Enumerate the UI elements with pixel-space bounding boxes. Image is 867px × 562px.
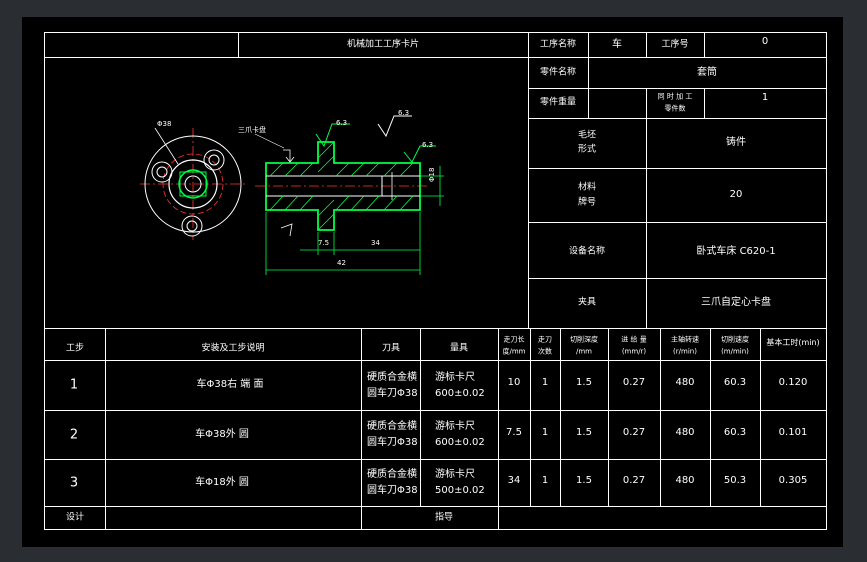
row1-time: 0.120 [778, 377, 808, 388]
row2-content: 车Φ38外 圆 [195, 429, 249, 440]
row3-length: 34 [507, 475, 521, 486]
row3-content: 车Φ18外 圆 [195, 477, 249, 488]
col-tool-header: 刀具 [381, 343, 401, 354]
simultaneous-label-line1: 同 时 加 工 [657, 92, 693, 101]
material-label-line2: 牌号 [577, 197, 597, 208]
row2-gauge-line1: 游标卡尺 [435, 421, 475, 432]
row1-feed: 0.27 [622, 377, 646, 388]
material-label-line1: 材料 [577, 182, 597, 193]
guide-label: 指导 [434, 512, 454, 523]
col-feed-header-2: (mm/r) [621, 347, 647, 356]
row2-gauge-line2: 600±0.02 [435, 437, 485, 448]
col-content-header: 安装及工步说明 [201, 343, 265, 354]
row3-tool-line2: 圆车刀Φ38 [367, 485, 418, 496]
part-name-value: 套筒 [697, 67, 717, 78]
row3-gauge-line2: 500±0.02 [435, 485, 485, 496]
col-length-header-2: 度/mm [502, 347, 526, 356]
row1-step: 1 [69, 377, 79, 393]
card-title: 机械加工工序卡片 [346, 39, 420, 50]
roughness-2: 6.3 [398, 109, 410, 117]
diameter-label: Φ38 [157, 120, 172, 128]
row3-depth: 1.5 [576, 475, 592, 486]
row2-passes: 1 [541, 427, 549, 438]
row2-depth: 1.5 [576, 427, 592, 438]
row3-step: 3 [69, 475, 79, 491]
col-speed-header-2: (r/min) [673, 347, 697, 356]
dimension-diameter: Φ18 [428, 167, 436, 182]
chuck-label: 三爪卡盘 [238, 126, 266, 134]
col-depth-header-2: /mm [576, 347, 592, 356]
col-depth-header-1: 切削深度 [570, 335, 598, 344]
fixture-value: 三爪自定心卡盘 [701, 297, 771, 308]
section-view [254, 115, 444, 275]
blank-label-line2: 形式 [577, 144, 597, 155]
row3-gauge-line1: 游标卡尺 [435, 469, 475, 480]
row2-tool-line2: 圆车刀Φ38 [367, 437, 418, 448]
row2-feed: 0.27 [622, 427, 646, 438]
col-time-header: 基本工时(min) [766, 338, 820, 347]
row1-gauge-line2: 600±0.02 [435, 388, 485, 399]
row1-depth: 1.5 [576, 377, 592, 388]
row1-passes: 1 [541, 377, 549, 388]
row1-content: 车Φ38右 端 面 [196, 379, 264, 390]
row1-length: 10 [507, 377, 521, 388]
dimension-7-5: 7.5 [318, 239, 330, 247]
design-label: 设计 [65, 512, 85, 523]
material-value: 20 [729, 189, 743, 200]
row1-tool-line2: 圆车刀Φ38 [367, 388, 418, 399]
process-no-value: 0 [761, 36, 769, 47]
row1-speed: 480 [675, 377, 695, 388]
fixture-label: 夹具 [577, 297, 597, 308]
row1-tool-line1: 硬质合金横 [367, 372, 417, 383]
col-velocity-header-2: (m/min) [721, 347, 749, 356]
col-speed-header-1: 主轴转速 [671, 335, 699, 344]
row2-velocity: 60.3 [723, 427, 747, 438]
blank-value: 铸件 [726, 137, 746, 148]
process-no-label: 工序号 [661, 39, 689, 50]
col-velocity-header-1: 切削速度 [721, 335, 749, 344]
row1-gauge-line1: 游标卡尺 [435, 372, 475, 383]
row1-velocity: 60.3 [723, 377, 747, 388]
roughness-1: 6.3 [336, 119, 348, 127]
row2-step: 2 [69, 427, 79, 443]
row3-speed: 480 [675, 475, 695, 486]
part-name-label: 零件名称 [539, 67, 577, 78]
col-feed-header-1: 进 给 量 [621, 335, 647, 344]
row3-feed: 0.27 [622, 475, 646, 486]
blank-label-line1: 毛坯 [577, 130, 597, 141]
equipment-value: 卧式车床 C620-1 [696, 246, 776, 257]
row3-passes: 1 [541, 475, 549, 486]
row2-length: 7.5 [506, 427, 522, 438]
simultaneous-value: 1 [761, 92, 769, 103]
row2-speed: 480 [675, 427, 695, 438]
end-view [140, 127, 246, 240]
col-passes-header-1: 走刀 [538, 335, 552, 344]
process-name-label: 工序名称 [539, 39, 577, 50]
row3-velocity: 50.3 [723, 475, 747, 486]
col-gauge-header: 量具 [449, 343, 469, 354]
dimension-34: 34 [371, 239, 380, 247]
col-passes-header-2: 次数 [538, 347, 552, 356]
col-step-header: 工步 [65, 343, 85, 354]
row3-tool-line1: 硬质合金横 [367, 469, 417, 480]
row3-time: 0.305 [778, 475, 808, 486]
part-weight-label: 零件重量 [539, 97, 577, 108]
row2-time: 0.101 [778, 427, 808, 438]
roughness-3: 6.3 [422, 141, 434, 149]
drawing-frame [22, 17, 843, 547]
col-length-header-1: 走刀长 [503, 335, 525, 344]
simultaneous-label-line2: 零件数 [664, 104, 686, 113]
equipment-label: 设备名称 [568, 246, 606, 257]
dimension-total: 42 [337, 259, 346, 267]
process-name-value: 车 [612, 39, 622, 50]
row2-tool-line1: 硬质合金横 [367, 421, 417, 432]
